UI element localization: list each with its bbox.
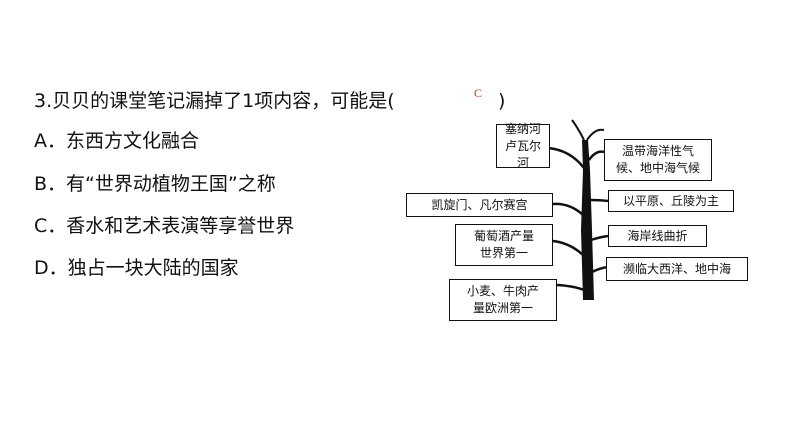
tree-box-left-4: 小麦、牛肉产量欧洲第一 xyxy=(449,279,557,321)
branch-right-3 xyxy=(590,234,609,242)
answer-mark: C xyxy=(474,86,483,100)
tree-box-right-1: 温带海洋性气候、地中海气候 xyxy=(604,139,712,181)
tree-box-right-4: 濒临大西洋、地中海 xyxy=(606,257,748,281)
twig-top-2 xyxy=(586,128,605,141)
tree-box-left-1: 塞纳河卢瓦尔河 xyxy=(496,122,550,170)
tree-box-left-2: 凯旋门、凡尔赛宫 xyxy=(406,193,553,217)
branch-left-3 xyxy=(552,239,584,256)
close-paren: ) xyxy=(498,90,506,112)
option-d: D．独占一块大陆的国家 xyxy=(34,257,239,279)
branch-right-2 xyxy=(589,198,609,203)
tree-box-right-3: 海岸线曲折 xyxy=(608,225,707,247)
option-a: A．东西方文化融合 xyxy=(34,130,199,152)
tree-box-left-3: 葡萄酒产量世界第一 xyxy=(455,224,553,266)
twig-top-1 xyxy=(571,119,585,141)
branch-left-2 xyxy=(552,202,584,216)
branch-left-4 xyxy=(556,283,585,292)
question-stem: 3.贝贝的课堂笔记漏掉了1项内容，可能是( xyxy=(34,90,395,112)
branch-left-1 xyxy=(547,146,585,169)
branch-right-1 xyxy=(587,150,605,161)
option-c: C．香水和艺术表演等享誉世界 xyxy=(34,215,295,237)
tree-trunk xyxy=(581,140,594,300)
tree-box-right-2: 以平原、丘陵为主 xyxy=(608,190,734,212)
option-b: B．有“世界动植物王国”之称 xyxy=(34,173,276,195)
